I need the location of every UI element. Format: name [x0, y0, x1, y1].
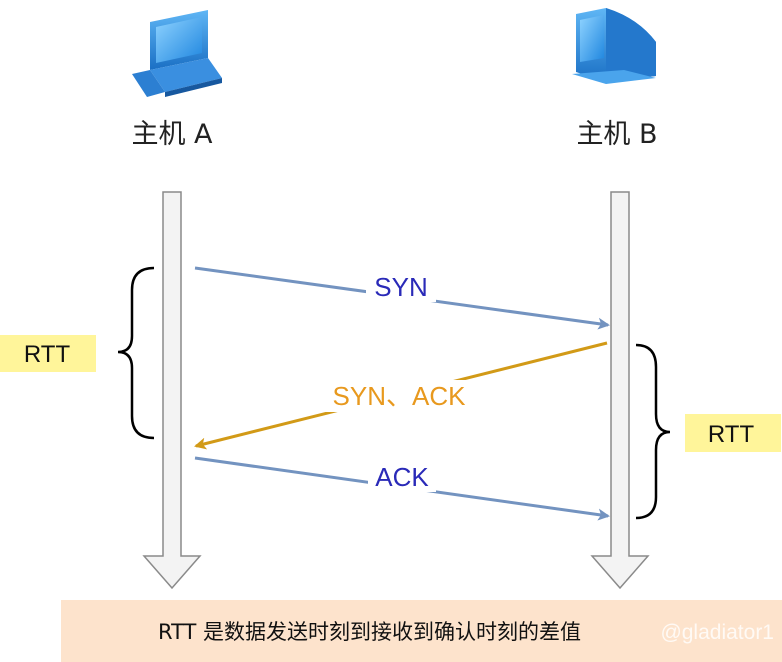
rtt-label-right: RTT: [708, 421, 755, 448]
rtt-badge-right: [685, 414, 781, 452]
rtt-bracket-right: [635, 343, 671, 520]
syn-ack-label: SYN、ACK: [333, 381, 467, 411]
syn-label: SYN: [374, 272, 427, 302]
host-a-label: 主机 A: [131, 119, 213, 150]
timeline-host-b: [590, 191, 650, 590]
desktop-computer-icon: [572, 8, 656, 84]
caption-text: RTT 是数据发送时刻到接收到确认时刻的差值: [158, 620, 581, 644]
host-b-label: 主机 B: [576, 119, 657, 150]
laptop-icon: [132, 10, 222, 97]
caption-bar: [61, 600, 782, 662]
timeline-host-a: [142, 191, 202, 590]
ack-label: ACK: [375, 462, 429, 492]
rtt-label-left: RTT: [24, 341, 71, 368]
watermark: @gladiator1: [660, 621, 774, 644]
rtt-badge-left: [0, 335, 96, 372]
rtt-bracket-left: [117, 266, 155, 440]
